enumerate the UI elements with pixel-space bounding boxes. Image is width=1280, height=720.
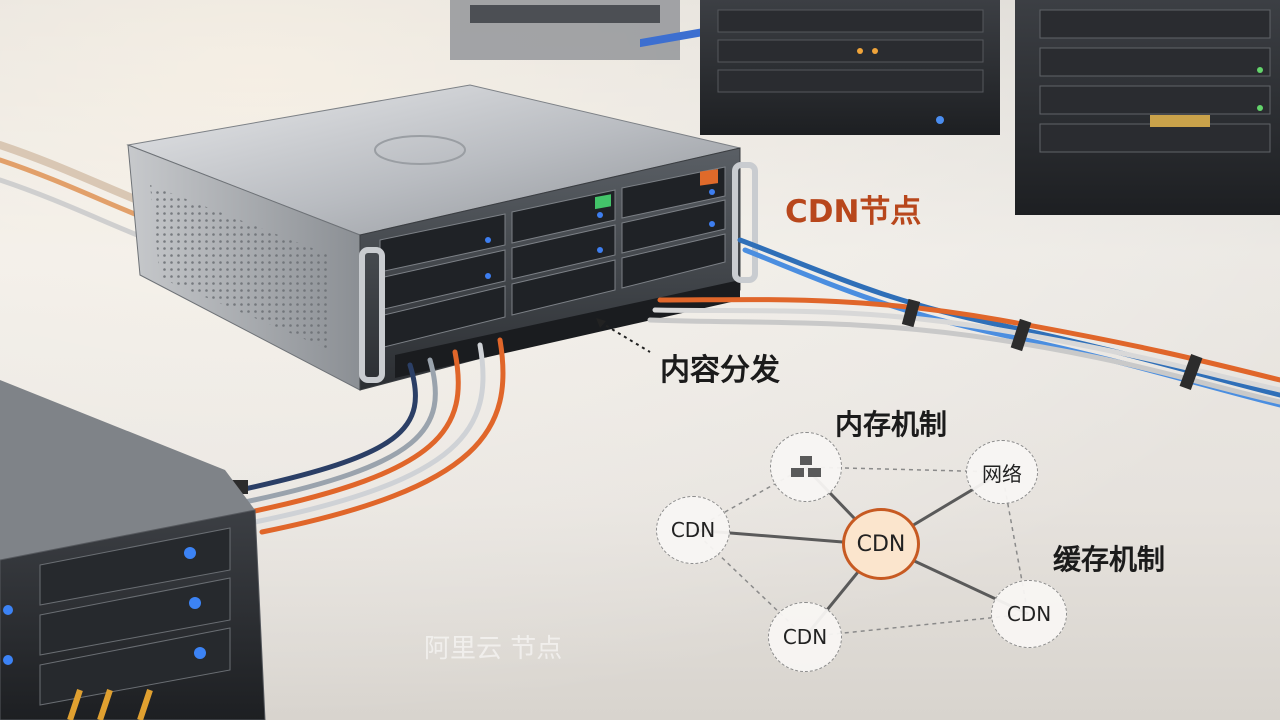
background-rack-left-top bbox=[450, 0, 680, 60]
diagram-node-left: CDN bbox=[656, 496, 730, 564]
aliyun-logo-icon bbox=[374, 135, 466, 165]
cache-mechanism-label: 缓存机制 bbox=[1053, 543, 1166, 576]
background-rack-center bbox=[700, 0, 1000, 135]
diagram-node-bottom-right: CDN bbox=[991, 580, 1067, 648]
diagram-node-bottom-left: CDN bbox=[768, 602, 842, 672]
memory-mechanism-label: 内存机制 bbox=[835, 408, 948, 441]
watermark: 阿里云 节点 bbox=[424, 634, 563, 664]
diagram-node-center: CDN bbox=[842, 508, 920, 580]
cdn-node-label: CDN节点 bbox=[785, 194, 922, 230]
right-cable-bundle bbox=[647, 237, 1280, 408]
diagram-node-icon bbox=[770, 432, 842, 502]
distribution-arrowhead bbox=[596, 318, 606, 328]
front-cable-bundle bbox=[228, 337, 506, 535]
background-rack-right bbox=[1015, 0, 1280, 215]
distribution-pointer bbox=[599, 321, 651, 353]
server-tile-icon bbox=[791, 456, 821, 477]
diagram-node-network: 网络 bbox=[966, 440, 1038, 504]
content-distribution-label: 内容分发 bbox=[660, 353, 780, 388]
main-cdn-server bbox=[126, 28, 758, 391]
foreground-server bbox=[0, 380, 266, 720]
